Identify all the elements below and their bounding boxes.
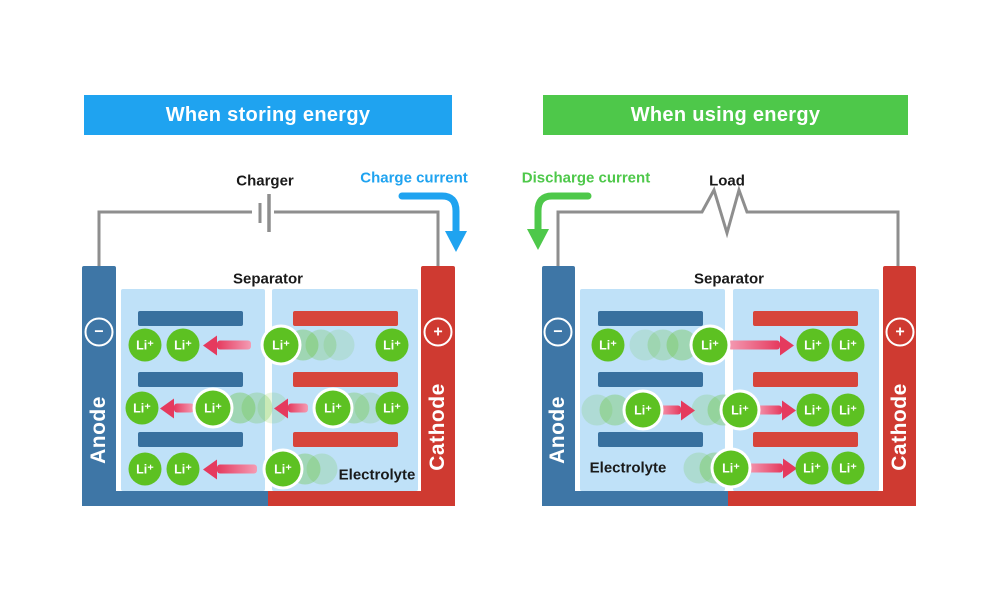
ion-trail xyxy=(599,394,631,426)
ion-trail xyxy=(241,392,273,424)
ion-trail xyxy=(647,329,679,361)
cathode-bar xyxy=(883,266,916,506)
li-ion: Li⁺ xyxy=(831,328,865,362)
li-ion: Li⁺ xyxy=(831,451,865,485)
discharge-current-label: Discharge current xyxy=(521,169,651,187)
load-circuit-wire xyxy=(556,185,900,270)
electrode-layer-bar xyxy=(753,372,858,387)
ion-flow-arrow xyxy=(203,335,251,356)
li-ion: Li⁺ xyxy=(128,328,162,362)
li-ion: Li⁺ xyxy=(796,328,830,362)
bottom-strip-anode xyxy=(542,491,728,506)
cathode-bar xyxy=(421,266,455,506)
using-header-label: When using energy xyxy=(630,103,821,126)
ion-flow-arrow xyxy=(274,398,308,419)
ion-trail xyxy=(666,329,698,361)
electrode-layer-bar xyxy=(598,311,703,326)
li-ion: Li⁺ xyxy=(375,328,409,362)
li-ion: Li⁺ xyxy=(796,393,830,427)
ion-trail xyxy=(581,394,613,426)
load-label: Load xyxy=(709,172,745,190)
electrode-layer-bar xyxy=(138,311,243,326)
ion-trail xyxy=(691,394,723,426)
ion-flow-arrow xyxy=(659,400,695,421)
li-ion-moving: Li⁺ xyxy=(722,392,758,428)
electrolyte-label: Electrolyte xyxy=(338,466,416,484)
charger-label: Charger xyxy=(236,172,294,190)
anode-bar xyxy=(82,266,116,506)
charger-battery-symbol xyxy=(258,194,271,232)
ion-trail xyxy=(323,329,355,361)
separator-label: Separator xyxy=(693,270,765,288)
negative-terminal-icon: − xyxy=(543,317,573,347)
ion-trail xyxy=(306,453,338,485)
electrode-layer-bar xyxy=(598,372,703,387)
load-resistor-symbol xyxy=(556,185,900,270)
ion-flow-arrow xyxy=(756,400,796,421)
using-header: When using energy xyxy=(543,95,908,135)
li-ion: Li⁺ xyxy=(591,328,625,362)
storing-header-label: When storing energy xyxy=(165,103,371,126)
li-ion: Li⁺ xyxy=(166,328,200,362)
bottom-strip-anode xyxy=(82,491,268,506)
charger-circuit-wire xyxy=(97,194,440,270)
li-ion: Li⁺ xyxy=(795,451,829,485)
li-ion-moving: Li⁺ xyxy=(625,392,661,428)
storing-header: When storing energy xyxy=(84,95,452,135)
electrode-layer-bar xyxy=(598,432,703,447)
li-ion: Li⁺ xyxy=(831,393,865,427)
electrolyte-label: Electrolyte xyxy=(589,459,667,477)
separator-label: Separator xyxy=(232,270,304,288)
positive-terminal-icon: + xyxy=(423,317,453,347)
charge-current-label: Charge current xyxy=(360,169,468,187)
cathode-label: Cathode xyxy=(426,383,449,471)
ion-flow-arrow xyxy=(160,398,194,419)
charge-current-arrow xyxy=(398,192,467,252)
ion-flow-arrow xyxy=(747,458,797,479)
ion-trail xyxy=(305,329,337,361)
anode-label: Anode xyxy=(87,396,110,464)
ion-flow-arrow xyxy=(728,335,794,356)
negative-terminal-icon: − xyxy=(84,317,114,347)
discharge-current-arrow xyxy=(527,192,592,250)
ion-trail xyxy=(683,452,715,484)
electrode-layer-bar xyxy=(138,432,243,447)
ion-trail xyxy=(629,329,661,361)
cathode-label: Cathode xyxy=(888,383,911,471)
electrode-layer-bar xyxy=(293,311,398,326)
li-ion: Li⁺ xyxy=(375,391,409,425)
li-ion: Li⁺ xyxy=(166,452,200,486)
li-ion: Li⁺ xyxy=(128,452,162,486)
electrode-layer-bar xyxy=(753,311,858,326)
anode-bar xyxy=(542,266,575,506)
bottom-strip-cathode xyxy=(268,491,455,506)
electrode-layer-bar xyxy=(293,432,398,447)
electrode-layer-bar xyxy=(138,372,243,387)
li-ion-moving: Li⁺ xyxy=(263,327,299,363)
li-ion-moving: Li⁺ xyxy=(692,327,728,363)
positive-terminal-icon: + xyxy=(885,317,915,347)
bottom-strip-cathode xyxy=(728,491,916,506)
li-ion: Li⁺ xyxy=(125,391,159,425)
anode-label: Anode xyxy=(546,396,569,464)
ion-flow-arrow xyxy=(203,459,257,480)
electrode-layer-bar xyxy=(753,432,858,447)
electrode-layer-bar xyxy=(293,372,398,387)
li-ion-moving: Li⁺ xyxy=(315,390,351,426)
li-ion-moving: Li⁺ xyxy=(265,451,301,487)
li-ion-moving: Li⁺ xyxy=(713,450,749,486)
li-ion-moving: Li⁺ xyxy=(195,390,231,426)
